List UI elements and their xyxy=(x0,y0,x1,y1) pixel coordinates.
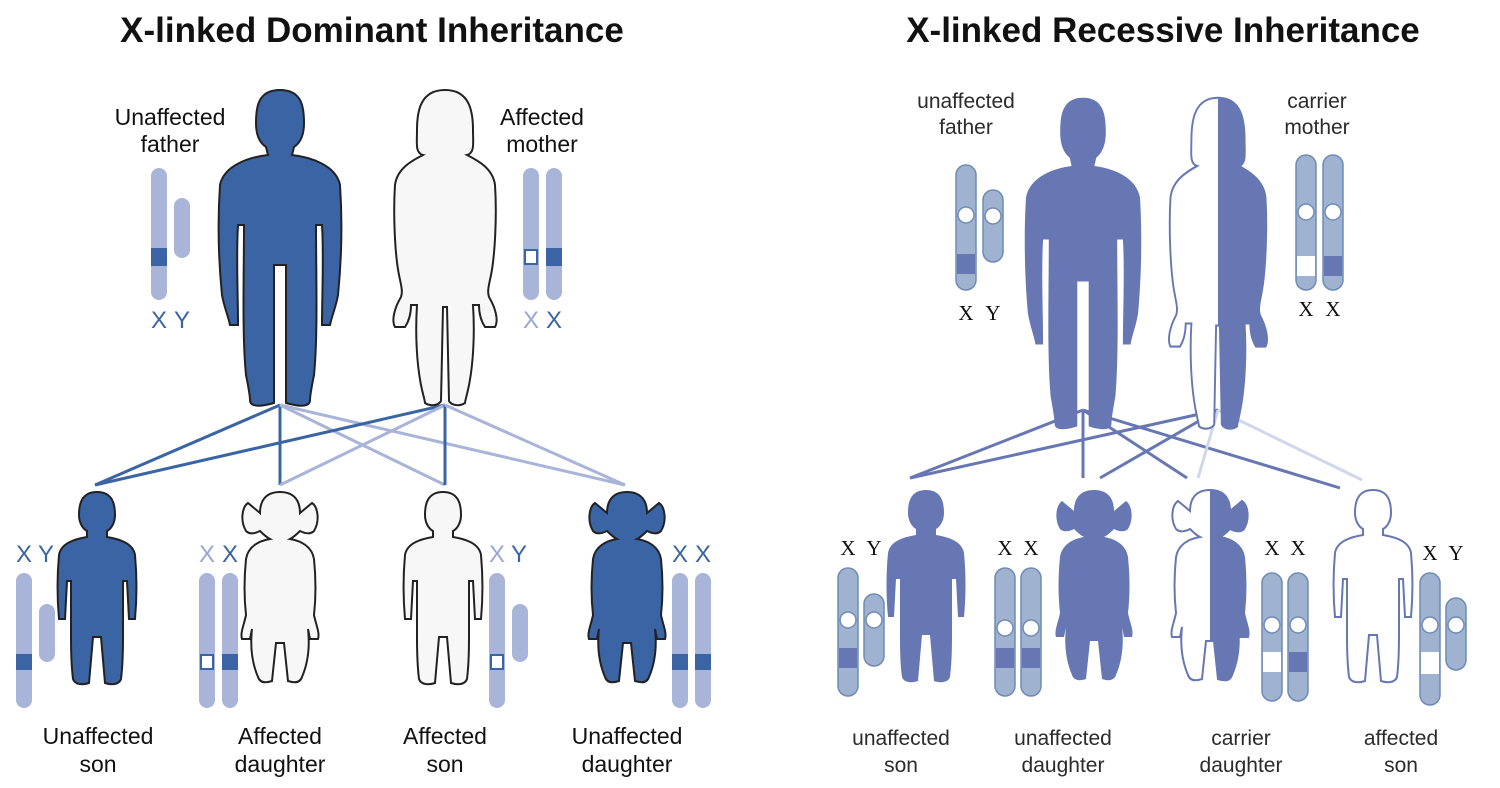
dominant-child-3-label-1: Affected xyxy=(403,723,487,749)
recessive-child-3-x1-letter: X xyxy=(1264,536,1279,560)
dominant-child-4-x1-letter: X xyxy=(672,541,688,568)
recessive-lines xyxy=(909,408,1363,490)
dominant-child-1-label-1: Unaffected xyxy=(43,723,154,749)
dominant-child-1-y-letter: Y xyxy=(38,541,54,568)
dominant-child-4-label-2: daughter xyxy=(582,751,673,777)
recessive-child-4-chromosomes: X Y xyxy=(1419,541,1467,706)
dominant-father-chromosomes: X Y xyxy=(151,168,190,334)
recessive-child-4-figure xyxy=(1332,489,1414,684)
recessive-father-y-letter: Y xyxy=(985,301,1000,325)
recessive-child-4-x-letter: X xyxy=(1422,541,1437,565)
dominant-father-label-1: Unaffected xyxy=(115,104,226,130)
dominant-child-4-x2-letter: X xyxy=(695,541,711,568)
dominant-panel: X-linked Dominant Inheritance Unaffected… xyxy=(16,11,711,777)
dominant-mother-figure xyxy=(392,89,498,407)
dominant-child-3-chromosomes: X Y xyxy=(489,541,528,708)
recessive-mother-x1-letter: X xyxy=(1298,297,1313,321)
recessive-father-chromosomes: X Y xyxy=(955,164,1004,325)
recessive-father-x-letter: X xyxy=(958,301,973,325)
recessive-mother-label-1: carrier xyxy=(1287,90,1347,113)
dominant-child-3-y-letter: Y xyxy=(511,541,527,568)
dominant-child-2-figure xyxy=(240,491,320,684)
dominant-child-2-label-2: daughter xyxy=(235,751,326,777)
dominant-child-1-figure xyxy=(56,491,138,686)
recessive-child-2-label-2: daughter xyxy=(1022,754,1105,777)
dominant-child-3-figure xyxy=(402,491,484,686)
recessive-child-4-label-1: affected xyxy=(1364,727,1438,750)
recessive-title: X-linked Recessive Inheritance xyxy=(906,11,1420,50)
recessive-child-3-label-2: daughter xyxy=(1200,754,1283,777)
dominant-mother-x1-letter: X xyxy=(523,307,539,334)
dominant-child-1-chromosomes: X Y xyxy=(16,541,55,708)
recessive-mother-chromosomes: X X xyxy=(1295,154,1344,321)
recessive-child-1-x-letter: X xyxy=(840,536,855,560)
dominant-child-2-chromosomes: X X xyxy=(199,541,238,708)
recessive-mother-label-2: mother xyxy=(1284,116,1349,139)
dominant-child-4-chromosomes: X X xyxy=(672,541,711,708)
recessive-child-2-chromosomes: X X xyxy=(994,536,1042,697)
recessive-child-2-x1-letter: X xyxy=(997,536,1012,560)
recessive-child-3-label-1: carrier xyxy=(1211,727,1271,750)
recessive-father-label-1: unaffected xyxy=(917,90,1015,113)
dominant-father-figure xyxy=(217,89,343,407)
recessive-child-2-x2-letter: X xyxy=(1023,536,1038,560)
dominant-child-3-x-letter: X xyxy=(489,541,505,568)
dominant-child-1-x-letter: X xyxy=(16,541,32,568)
dominant-mother-chromosomes: X X xyxy=(523,168,562,334)
recessive-child-2-label-1: unaffected xyxy=(1014,727,1112,750)
recessive-child-3-chromosomes: X X xyxy=(1261,536,1309,702)
dominant-father-y-letter: Y xyxy=(174,307,190,334)
dominant-child-4-label-1: Unaffected xyxy=(572,723,683,749)
recessive-child-1-y-letter: Y xyxy=(866,536,881,560)
recessive-mother-figure xyxy=(1167,96,1269,430)
recessive-mother-x2-letter: X xyxy=(1325,297,1340,321)
dominant-child-1-label-2: son xyxy=(79,751,116,777)
dominant-child-2-x2-letter: X xyxy=(222,541,238,568)
recessive-father-label-2: father xyxy=(939,116,993,139)
recessive-child-1-figure xyxy=(886,490,966,683)
dominant-mother-x2-letter: X xyxy=(546,307,562,334)
dominant-father-x-letter: X xyxy=(151,307,167,334)
dominant-child-2-x1-letter: X xyxy=(199,541,215,568)
recessive-child-2-figure xyxy=(1055,490,1133,681)
recessive-father-figure xyxy=(1024,97,1142,430)
recessive-child-1-label-2: son xyxy=(884,754,918,777)
dominant-child-3-label-2: son xyxy=(426,751,463,777)
recessive-child-3-x2-letter: X xyxy=(1290,536,1305,560)
dominant-father-label-2: father xyxy=(141,131,200,157)
recessive-child-1-chromosomes: X Y xyxy=(837,536,885,697)
dominant-child-2-label-1: Affected xyxy=(238,723,322,749)
dominant-lines xyxy=(94,403,626,487)
dominant-mother-label-1: Affected xyxy=(500,104,584,130)
recessive-panel: X-linked Recessive Inheritance unaffecte… xyxy=(837,11,1467,777)
dominant-mother-label-2: mother xyxy=(506,131,578,157)
dominant-child-4-figure xyxy=(587,491,667,684)
recessive-child-4-label-2: son xyxy=(1384,754,1418,777)
recessive-child-3-figure xyxy=(1170,489,1250,682)
recessive-child-4-y-letter: Y xyxy=(1448,541,1463,565)
recessive-child-1-label-1: unaffected xyxy=(852,727,950,750)
dominant-title: X-linked Dominant Inheritance xyxy=(120,11,624,50)
